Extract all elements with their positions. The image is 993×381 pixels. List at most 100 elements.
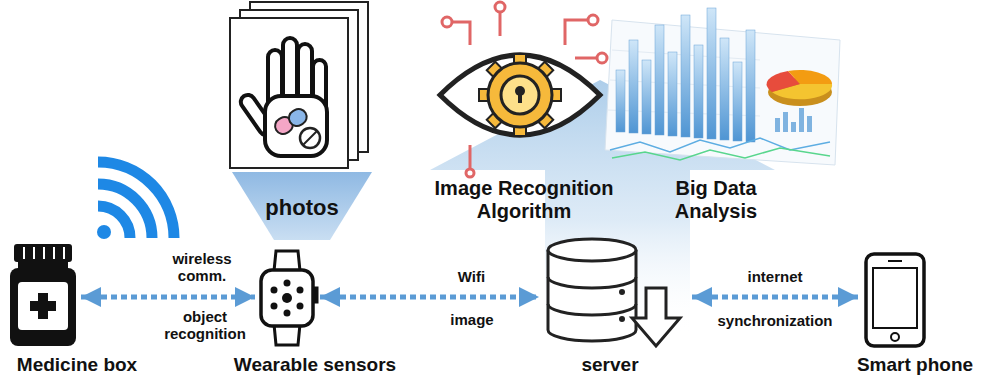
hand-icon (238, 38, 327, 156)
database-server-icon-part (619, 316, 625, 322)
annotation-label: image (450, 311, 493, 328)
eye-icon-part (479, 54, 561, 136)
pill-icons-part (300, 128, 320, 148)
smartwatch-icon-part-part (271, 287, 278, 294)
pill-icons-part (303, 131, 317, 145)
medicine-bottle-icon-part (43, 247, 45, 259)
annotation-label: object recognition (155, 308, 255, 343)
eye-icon-part (501, 76, 539, 114)
big-data-chart-part-part (694, 45, 703, 138)
big-data-chart-part-part (733, 62, 742, 141)
pie-chart (767, 70, 833, 106)
circuit-lines-part (565, 20, 588, 45)
big-data-chart-part-part (681, 15, 690, 137)
big-data-chart-part-part (720, 38, 729, 140)
annotation-label: synchronization (717, 312, 832, 329)
wifi-symbol (97, 162, 174, 239)
big-data-chart-part-part (707, 8, 716, 139)
hand-icon-part (265, 96, 327, 156)
eye-icon (440, 54, 600, 136)
eye-icon-part (440, 55, 600, 135)
icon-node: Wearable sensors (258, 248, 316, 348)
medicine-bottle-icon-part (63, 247, 65, 259)
photos-down-arrow-part (232, 172, 372, 240)
database-server-icon-part (619, 289, 625, 295)
medicine-bottle-icon-part (14, 244, 72, 262)
dashed-double-arrow (320, 295, 539, 300)
circuit-lines-part (495, 2, 505, 12)
database-server-icon-part (548, 239, 636, 261)
circuit-lines-part (597, 53, 607, 63)
big-data-chart-part (610, 138, 830, 152)
smartphone-icon-part (866, 254, 924, 346)
photo-stack (230, 2, 368, 168)
database-server-icon-part (548, 277, 636, 288)
connector-label: wireless comm. (157, 250, 247, 285)
circuit-lines-part (588, 15, 598, 25)
smartwatch-icon-part-part (282, 293, 292, 303)
big-data-chart-part-part (791, 122, 796, 132)
big-data-chart-part-part (783, 112, 788, 132)
smartphone-icon-part (873, 268, 917, 328)
smartphone-icon-part (891, 333, 899, 341)
big-data-chart-part (605, 20, 840, 165)
smartwatch-icon-part (271, 280, 304, 317)
medicine-bottle-icon-part (18, 282, 68, 330)
pill-icons-part-part (286, 106, 310, 129)
icon-node: server (543, 236, 688, 348)
medicine-bottle-icon-part (18, 262, 68, 269)
database-server-icon-part (548, 250, 636, 341)
big-data-chart-part-part (799, 108, 804, 132)
eye-icon-part (488, 63, 552, 127)
smartwatch-icon-part-part (284, 310, 291, 317)
smartwatch-icon-part (274, 251, 300, 271)
big-data-chart-part-part (642, 60, 651, 134)
big-data-chart-part-part (807, 116, 812, 132)
annotation-label: photos (265, 195, 338, 220)
node-label: Medicine box (17, 354, 137, 376)
wifi-symbol-part (98, 206, 130, 238)
smartwatch-icon-part-part (271, 303, 278, 310)
medicine-bottle-icon-part (10, 268, 76, 346)
connector-label: Wifi (458, 268, 485, 285)
dashed-double-arrow (692, 295, 858, 300)
photos-down-arrow (232, 172, 372, 240)
smartwatch-icon-part-part (297, 303, 304, 310)
circuit-lines-part (575, 57, 597, 60)
pie-chart-part (788, 70, 832, 84)
smartwatch-icon-part-part (284, 280, 291, 287)
big-data-chart-part-part (616, 70, 625, 132)
medicine-bottle-icon-part (23, 247, 25, 259)
big-data-chart (605, 8, 840, 165)
node-label: server (581, 354, 638, 376)
annotation-label: Image Recognition Algorithm (422, 177, 627, 223)
smartphone-icon (866, 254, 924, 346)
dashed-double-arrow (81, 295, 255, 300)
circuit-lines-part (469, 145, 472, 168)
database-server-icon-part (548, 304, 636, 315)
circuit-lines-part (499, 12, 502, 36)
wifi-symbol-part (98, 184, 152, 238)
photo-stack-part (230, 18, 348, 168)
medicine-bottle-icon-part (33, 247, 35, 259)
smartwatch-icon-part-part (297, 287, 304, 294)
wifi-symbol-part (98, 162, 174, 238)
medicine-bottle-icon-part (30, 301, 56, 311)
connector-label: internet (747, 268, 802, 285)
big-data-chart-part-part (775, 118, 780, 132)
node-label: Wearable sensors (234, 354, 396, 376)
circuit-lines-part (452, 22, 470, 45)
big-data-chart-part (612, 148, 830, 160)
eye-icon-part (518, 93, 522, 103)
medicine-bottle-icon (10, 244, 76, 346)
big-data-chart-part (775, 108, 812, 132)
big-data-chart-part-part (746, 30, 755, 142)
big-data-chart-part-part (655, 25, 664, 135)
big-data-chart-part (616, 8, 755, 142)
circuit-lines-part (466, 169, 474, 177)
node-label: Smart phone (857, 354, 973, 376)
icon-node: Medicine box (8, 243, 78, 348)
database-server-icon-part (632, 288, 680, 346)
medicine-bottle-icon-part (53, 247, 55, 259)
